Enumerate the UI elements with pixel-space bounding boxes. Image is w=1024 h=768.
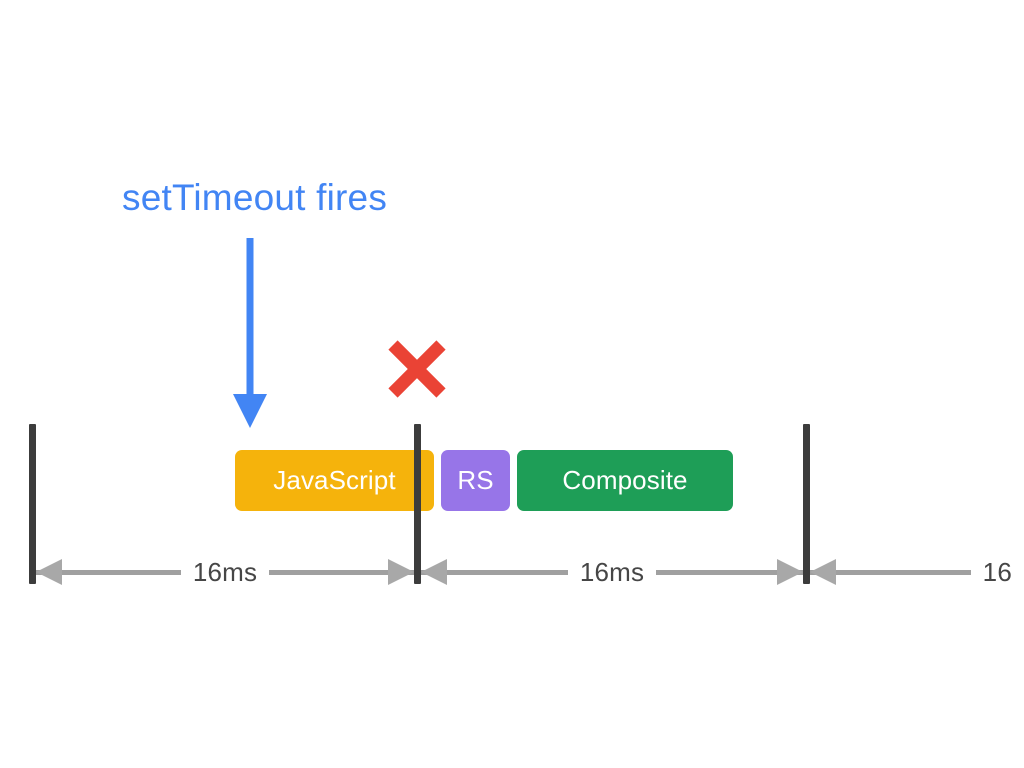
- red-x-icon: [386, 338, 448, 400]
- arrowhead-right-icon: [388, 559, 415, 585]
- measurement-frame-1: 16ms: [421, 556, 804, 589]
- measurement-frame-2: 16: [810, 556, 1024, 589]
- arrowhead-left-icon: [421, 559, 447, 585]
- task-bar-rs[interactable]: RS: [441, 450, 510, 511]
- measure-line: [36, 570, 181, 575]
- measure-arrow-left-0: [36, 556, 181, 589]
- frame-boundary-tick-0: [29, 424, 36, 584]
- measure-arrow-right-0: [269, 556, 415, 589]
- down-arrow-icon: [228, 236, 272, 430]
- measure-line: [656, 570, 804, 575]
- measure-arrow-left-2: [810, 556, 971, 589]
- measure-arrow-right-1: [656, 556, 804, 589]
- measurement-frame-0: 16ms: [36, 556, 415, 589]
- measure-line: [810, 570, 971, 575]
- settimeout-annotation-label: setTimeout fires: [122, 177, 388, 218]
- measurement-label-0: 16ms: [192, 557, 258, 587]
- arrowhead-right-icon: [777, 559, 804, 585]
- arrowhead-left-icon: [810, 559, 836, 585]
- measure-line: [421, 570, 568, 575]
- measure-line: [269, 570, 415, 575]
- task-bar-javascript[interactable]: JavaScript: [235, 450, 434, 511]
- measurement-label-2: 16: [982, 557, 1012, 587]
- frame-boundary-tick-2: [803, 424, 810, 584]
- arrowhead-left-icon: [36, 559, 62, 585]
- measurement-label-1: 16ms: [579, 557, 645, 587]
- task-bar-composite[interactable]: Composite: [517, 450, 733, 511]
- frame-boundary-tick-1: [414, 424, 421, 584]
- measure-arrow-left-1: [421, 556, 568, 589]
